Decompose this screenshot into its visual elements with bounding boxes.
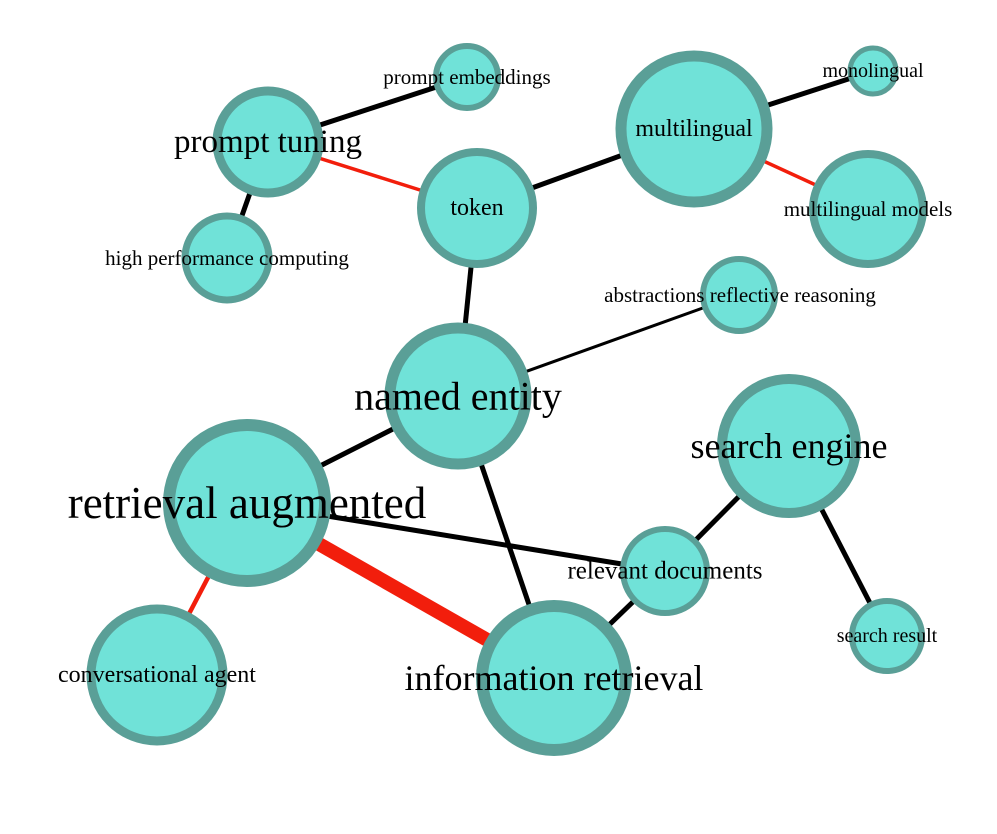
node-token[interactable] bbox=[417, 148, 537, 268]
node-retrieval-augmented[interactable] bbox=[163, 419, 331, 587]
node-label-multilingual: multilingual bbox=[635, 116, 753, 142]
node-label-search-result: search result bbox=[837, 625, 938, 647]
node-label-retrieval-augmented: retrieval augmented bbox=[68, 478, 427, 528]
node-label-monolingual: monolingual bbox=[822, 60, 924, 82]
node-label-information-retrieval: information retrieval bbox=[405, 658, 704, 698]
node-label-prompt-tuning: prompt tuning bbox=[174, 124, 362, 160]
node-high-performance-computing[interactable] bbox=[181, 212, 273, 304]
node-label-named-entity: named entity bbox=[354, 374, 562, 419]
node-prompt-embeddings[interactable] bbox=[433, 43, 501, 111]
node-abstractions-reflective-reasoning[interactable] bbox=[700, 256, 778, 334]
node-conversational-agent[interactable] bbox=[86, 604, 228, 746]
node-multilingual[interactable] bbox=[615, 50, 773, 208]
node-monolingual[interactable] bbox=[847, 45, 899, 97]
node-prompt-tuning[interactable] bbox=[212, 86, 324, 198]
node-label-token: token bbox=[450, 195, 503, 221]
node-label-search-engine: search engine bbox=[691, 426, 888, 466]
nodes-layer: prompt tuning prompt embeddings high perfo… bbox=[58, 43, 953, 756]
node-label-prompt-embeddings: prompt embeddings bbox=[383, 65, 550, 89]
node-search-result[interactable] bbox=[849, 598, 925, 674]
node-label-abstractions-reflective-reasoning: abstractions reflective reasoning bbox=[604, 283, 876, 307]
node-label-multilingual-models: multilingual models bbox=[784, 197, 953, 221]
node-label-relevant-documents: relevant documents bbox=[567, 558, 762, 585]
node-named-entity[interactable] bbox=[384, 322, 532, 470]
node-search-engine[interactable] bbox=[717, 374, 861, 518]
node-information-retrieval[interactable] bbox=[476, 600, 632, 756]
node-relevant-documents[interactable] bbox=[620, 526, 710, 616]
node-multilingual-models[interactable] bbox=[809, 150, 927, 268]
node-label-conversational-agent: conversational agent bbox=[58, 662, 256, 688]
node-label-high-performance-computing: high performance computing bbox=[105, 246, 349, 270]
